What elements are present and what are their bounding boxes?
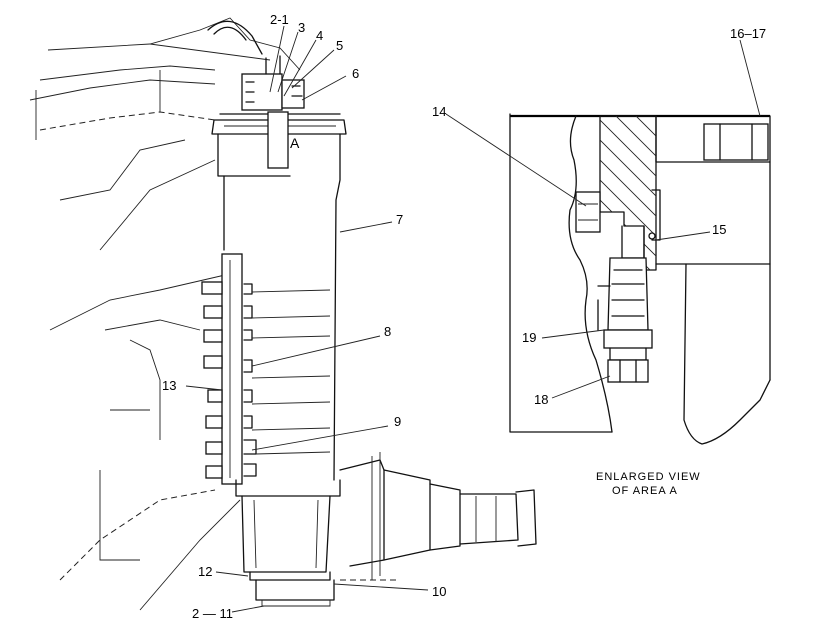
label-a: A (290, 135, 300, 151)
label-7: 7 (396, 212, 403, 227)
label-2-11: 2 — 11 (192, 606, 233, 621)
label-3: 3 (298, 20, 305, 35)
label-8: 8 (384, 324, 391, 339)
enlarged-view (509, 113, 771, 445)
label-2-1: 2-1 (270, 12, 289, 27)
leaders-right (445, 39, 761, 399)
main-assembly (29, 17, 537, 611)
label-16-17: 16–17 (730, 26, 766, 41)
label-13: 13 (162, 378, 176, 393)
label-14: 14 (432, 104, 446, 119)
label-6: 6 (352, 66, 359, 81)
caption-line-2: OF AREA A (612, 485, 678, 497)
label-9: 9 (394, 414, 401, 429)
label-4: 4 (316, 28, 323, 43)
label-19: 19 (522, 330, 536, 345)
label-15: 15 (712, 222, 726, 237)
label-5: 5 (336, 38, 343, 53)
label-10: 10 (432, 584, 446, 599)
label-12: 12 (198, 564, 212, 579)
bolt-row-right (243, 283, 331, 477)
leaders-left (185, 25, 429, 613)
label-18: 18 (534, 392, 548, 407)
caption-line-1: ENLARGED VIEW (596, 471, 701, 483)
bolt-row-left (201, 281, 223, 479)
